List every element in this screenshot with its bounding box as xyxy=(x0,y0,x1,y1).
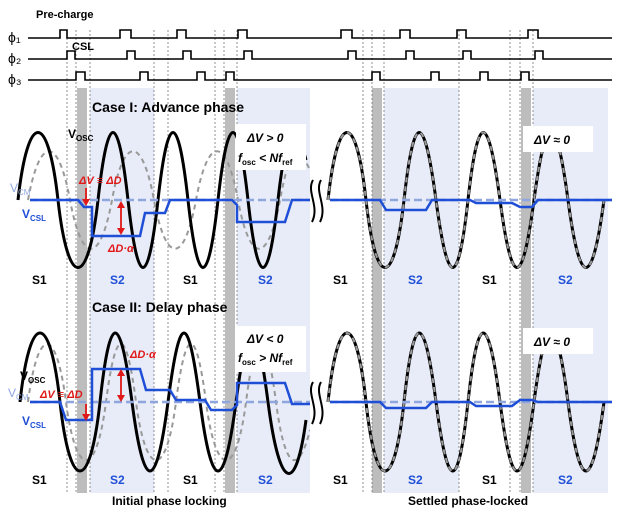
case2-vcm-label: VCM xyxy=(8,386,29,402)
axis-break-bottom-right xyxy=(318,381,324,425)
case1-panel: Case I: Advance phase VOSC VCM VCSL ΔV ≡… xyxy=(10,99,612,269)
case1-settled-label: ΔV ≈ 0 xyxy=(533,133,570,147)
case1-settled-box xyxy=(523,126,593,152)
case2-vcsl-label: VCSL xyxy=(22,414,46,430)
case2-reference-sine-settled xyxy=(327,332,605,472)
phi3-waveform xyxy=(28,71,612,81)
case2-delta-arrowhead xyxy=(82,414,90,421)
case2-cond1: ΔV < 0 xyxy=(246,332,284,346)
slot-s1-label: S1 xyxy=(32,473,47,487)
phi1-waveform xyxy=(28,29,612,39)
footer-initial-locking: Initial phase locking xyxy=(112,494,227,508)
s2-shade-1 xyxy=(90,88,154,493)
slot-s2-label: S2 xyxy=(110,273,125,287)
sampling-bars xyxy=(77,88,531,493)
sampling-bar-2 xyxy=(225,88,235,493)
axis-break-bottom-left xyxy=(310,381,316,425)
axis-break-mask-top xyxy=(310,175,326,235)
case1-condition-box xyxy=(236,124,306,170)
case2-delta-eq-label: ΔV ≡ ΔD xyxy=(39,389,83,401)
slot-s2-label: S2 xyxy=(558,273,573,287)
sampling-bar-3 xyxy=(372,88,382,493)
clock-waveforms xyxy=(28,29,612,81)
axis-break-symbol xyxy=(310,175,326,437)
case1-cond1: ΔV > 0 xyxy=(246,131,284,145)
slot-s2-label: S2 xyxy=(408,273,423,287)
sampling-bar-1 xyxy=(77,88,87,493)
slot-s1-label: S1 xyxy=(32,273,47,287)
axis-break-mask-bottom xyxy=(310,377,326,437)
case2-settled-box xyxy=(523,328,593,354)
precharge-label: Pre-charge xyxy=(36,9,93,21)
footer-settled-locked: Settled phase-locked xyxy=(408,494,528,508)
case1-delta-alpha-label: ΔD·α xyxy=(107,243,135,255)
case2-vcsl-waveform xyxy=(30,367,310,422)
slot-s2-label: S2 xyxy=(558,473,573,487)
case2-alpha-arrowhead-top xyxy=(117,369,125,376)
case2-alpha-arrowhead-bot xyxy=(117,395,125,402)
case2-vcsl-waveform-settled xyxy=(330,398,612,410)
case1-title: Case I: Advance phase xyxy=(92,99,244,115)
case2-panel: Case II: Delay phase VOSC VCM VCSL ΔV ≡ … xyxy=(8,299,612,475)
slot-labels-case2: S1 S2 S1 S2 S1 S2 S1 S2 xyxy=(32,473,573,487)
case1-vcm-label: VCM xyxy=(10,181,31,197)
case1-osc-sine xyxy=(16,131,308,269)
slot-s1-label: S1 xyxy=(482,473,497,487)
csl-clock-label: CSL xyxy=(72,41,94,53)
phi2-label: ϕ₂ xyxy=(8,50,21,66)
slot-labels-case1: S1 S2 S1 S2 S1 S2 S1 S2 xyxy=(32,273,573,287)
case1-delta-eq-label: ΔV ≡ ΔD xyxy=(78,175,122,187)
case1-reference-sine xyxy=(27,150,311,250)
case1-alpha-arrowhead-bot xyxy=(117,228,125,235)
phi1-label: ϕ₁ xyxy=(8,29,21,45)
case1-vcsl-waveform xyxy=(30,198,310,238)
slot-s2-label: S2 xyxy=(258,473,273,487)
s2-shade-3 xyxy=(384,88,459,493)
case2-settled-label: ΔV ≈ 0 xyxy=(533,335,570,349)
case1-delta-arrowhead xyxy=(82,199,90,206)
slot-s1-label: S1 xyxy=(183,273,198,287)
case2-vosc-label: VOSC xyxy=(20,369,46,385)
slot-s1-label: S1 xyxy=(333,273,348,287)
slot-s2-label: S2 xyxy=(110,473,125,487)
slot-s2-label: S2 xyxy=(408,473,423,487)
case2-title: Case II: Delay phase xyxy=(92,299,228,315)
phi3-label: ϕ₃ xyxy=(8,71,22,87)
case1-alpha-arrowhead-top xyxy=(117,201,125,208)
case1-vcsl-waveform-settled xyxy=(330,198,612,212)
sampling-bar-4 xyxy=(521,88,531,493)
axis-break-top-left xyxy=(310,179,316,223)
case1-vosc-label: VOSC xyxy=(68,127,94,143)
case1-cond2: fosc < Nfref xyxy=(238,151,293,167)
slot-s2-label: S2 xyxy=(258,273,273,287)
slot-s1-label: S1 xyxy=(183,473,198,487)
case2-delta-alpha-label: ΔD·α xyxy=(129,349,157,361)
phi2-waveform xyxy=(28,50,612,60)
axis-break-top-right xyxy=(318,179,324,223)
case2-cond2: fosc > Nfref xyxy=(238,351,293,367)
slot-s1-label: S1 xyxy=(482,273,497,287)
case2-condition-box xyxy=(236,326,306,372)
slot-s1-label: S1 xyxy=(333,473,348,487)
case1-vcsl-label: VCSL xyxy=(22,207,46,223)
